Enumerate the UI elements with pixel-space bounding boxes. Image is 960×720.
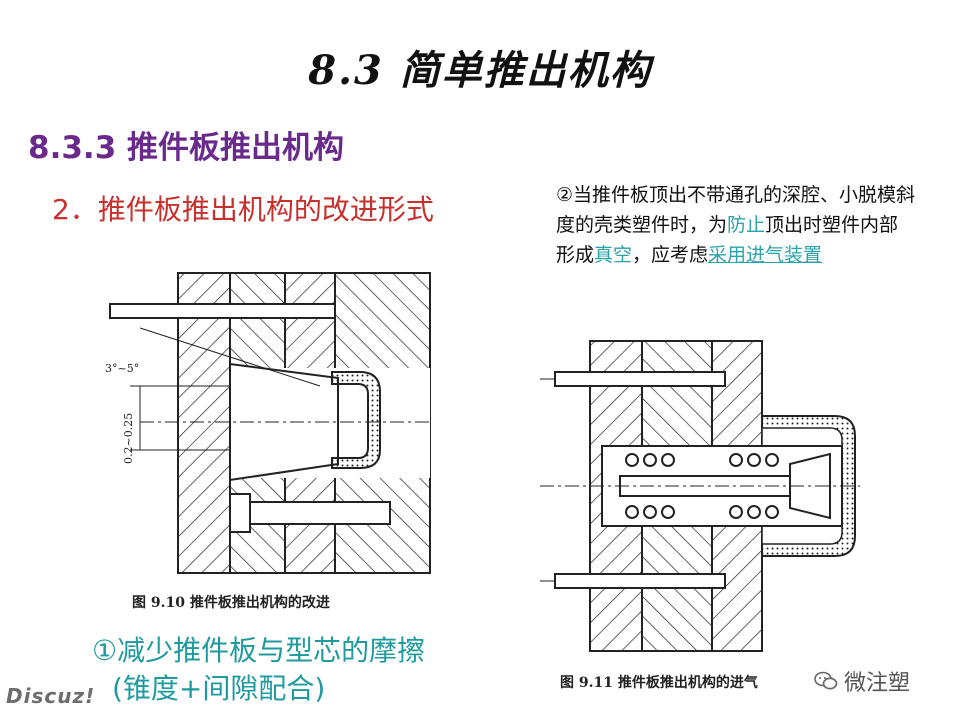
desc-highlight-air-device: 采用进气装置 xyxy=(708,244,823,266)
point-1-line-2: (锥度+间隙配合) xyxy=(112,672,326,705)
discuz-watermark: Discuz! xyxy=(6,684,96,708)
figure-9-11-drawing xyxy=(540,340,860,652)
description-text: ②当推件板顶出不带通孔的深腔、小脱模斜度的壳类塑件时，为防止顶出时塑件内部形成真… xyxy=(556,180,916,270)
section-subtitle: 8.3.3 推件板推出机构 xyxy=(28,130,345,166)
desc-part-3: ，应考虑 xyxy=(632,244,709,266)
desc-highlight-prevent: 防止 xyxy=(727,214,766,236)
wechat-watermark: 微注塑 xyxy=(808,666,917,696)
page-title: 8.3 简单推出机构 xyxy=(308,47,652,94)
desc-part-2: 顶出时塑件内部形成 xyxy=(556,214,899,266)
point-2-heading: 2．推件板推出机构的改进形式 xyxy=(52,193,434,226)
angle-label: 3°~5° xyxy=(105,362,139,375)
figure-9-11-caption: 图 9.11 推件板推出机构的进气 xyxy=(560,675,758,691)
wechat-watermark-label: 微注塑 xyxy=(844,671,911,696)
wechat-icon xyxy=(814,671,838,690)
point-1-text: ①减少推件板与型芯的摩擦 (锥度+间隙配合) xyxy=(92,632,425,708)
desc-highlight-vacuum: 真空 xyxy=(594,244,633,266)
figure-9-10-drawing: 3°~5° 0.2~0.25 xyxy=(105,272,431,574)
gap-label: 0.2~0.25 xyxy=(122,413,135,464)
desc-part-1: ②当推件板顶出不带通孔的深腔、小脱模斜度的壳类塑件时，为 xyxy=(556,184,916,236)
point-1-line-1: ①减少推件板与型芯的摩擦 xyxy=(92,634,426,667)
figure-9-10-caption: 图 9.10 推件板推出机构的改进 xyxy=(132,595,330,611)
